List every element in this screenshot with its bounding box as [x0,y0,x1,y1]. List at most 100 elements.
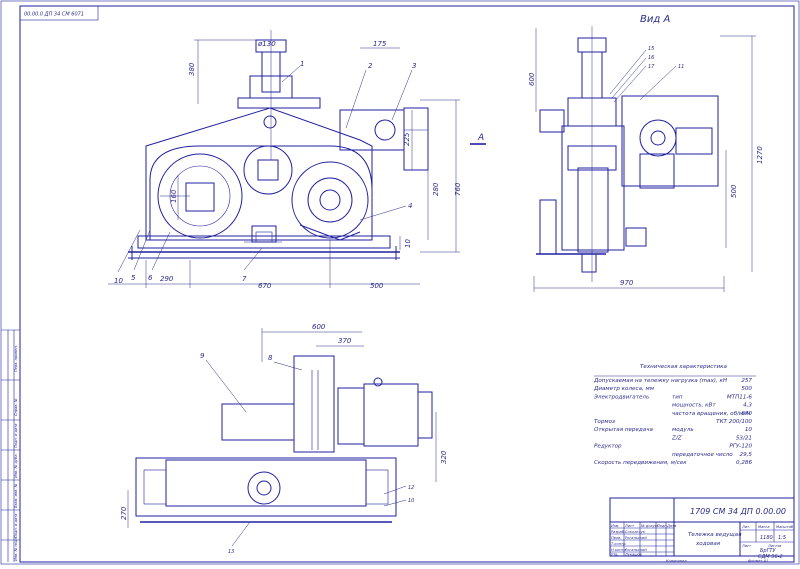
dim-500: 500 [370,282,384,290]
col-sign: Подп. [657,524,668,528]
callout-10-plan: 10 [408,498,414,504]
strip-sign-date-1: Подп. и дата [14,424,18,448]
tech-value: 870 [741,411,752,417]
role-razrab: Разраб. [611,530,625,534]
name-prov: Рогальский [625,536,647,540]
tech-label: Скорость передвижения, м/сек [594,460,687,466]
callout-3: 3 [412,62,416,70]
dim-10: 10 [404,239,412,248]
tech-label: Диаметр колеса, мм [593,386,655,392]
tech-label: Тормоз [594,419,615,425]
tech-rows: Допускаемая на тележку нагрузка (max), к… [593,375,756,466]
tech-sub: модуль [672,427,694,433]
strip-dup-inv: Инв. № дубл. [14,453,18,478]
dim-600-plan: 600 [312,323,326,331]
tech-value: РГУ-120 [729,444,752,450]
tech-sub: Z/Z [671,435,682,441]
section-marker: А [477,133,484,143]
role-tkontr: Т.контр. [611,542,627,546]
dim-500-side: 500 [730,184,738,198]
name-nkontr: Рогальский [625,548,647,552]
name-razrab: Сокольчук [625,530,646,534]
scale-label: Масштаб [776,525,794,529]
tech-value: ТКТ 200/100 [716,419,752,425]
org-2: СДМ 96-2 [758,554,783,560]
title-block: 1709 СМ 34 ДП 0.00.00 Тележка ведущая хо… [609,497,795,560]
dim-970: 970 [620,279,634,287]
role-prov: Пров. [611,536,621,540]
scale-value: 1:5 [778,535,786,541]
tech-value: 4,3 [743,403,752,409]
sheet-label: Лист [741,544,752,548]
tech-sub: частота вращения, об/мин [672,411,751,417]
callout-17: 17 [648,64,655,70]
footer-copied: Копировал [666,559,687,563]
callout-8: 8 [268,354,273,362]
callout-13: 13 [228,549,234,555]
callout-12: 12 [408,485,414,491]
corner-code: 00.00.0 ДП 34 СМ 6071 [24,12,84,18]
left-strip: Перв. примен. Справ. № Подп. и дата Инв.… [1,329,20,562]
col-izm: Изм. [611,524,619,528]
tech-specs: Техническая характеристика Допускаемая н… [593,364,756,466]
callout-15: 15 [648,46,654,52]
tech-value: 500 [741,386,752,392]
callout-7: 7 [242,275,247,283]
mass-label: Масса [758,525,769,529]
strip-ref-no: Справ. № [14,398,18,416]
tech-label: Редуктор [594,444,622,450]
mass-value: 1180 [760,535,773,541]
tech-value: 10 [745,427,753,433]
footer-format: Формат А1 [748,559,768,563]
item-name-2: ходовая [695,541,721,547]
callout-10: 10 [114,277,123,285]
dim-600: 600 [528,72,536,86]
col-date: Дата [666,524,676,528]
tech-sub: мощность, кВт [672,403,716,409]
plan-view: 600 370 320 270 9 8 12 10 13 [120,323,448,555]
sheets-label: Листов [767,544,781,548]
tech-value: 257 [741,378,752,384]
strip-orig-inv: Инв. № подл. [14,536,18,561]
dim-225: 225 [403,132,411,146]
lit-label: Лит. [741,525,750,529]
front-view: 380 ø130 175 225 280 760 160 10 290 670 … [108,30,486,290]
callout-9: 9 [200,352,205,360]
dim-d130: ø130 [257,40,276,48]
dim-160: 160 [170,189,178,203]
tech-label: Допускаемая на тележку нагрузка (max), к… [593,378,728,384]
tech-value: 0,286 [736,460,752,466]
dim-320: 320 [440,450,448,464]
strip-first-use: Перв. примен. [14,345,18,372]
dim-175: 175 [373,40,387,48]
strip-sign-date-2: Подп. и дата [14,514,18,538]
role-utv: Утв. [611,553,619,557]
doc-number: 1709 СМ 34 ДП 0.00.00 [690,507,786,516]
item-name-1: Тележка ведущая [688,532,742,538]
role-nkontr: Н.контр. [611,548,627,552]
strip-repl-inv: Взам. инв. № [14,483,18,508]
dim-370: 370 [338,337,352,345]
callout-1: 1 [300,60,304,68]
callout-2: 2 [368,62,373,70]
tech-value: 53/21 [736,435,752,441]
dim-670: 670 [258,282,272,290]
callout-5: 5 [131,274,136,282]
callout-16: 16 [648,55,654,61]
name-utv: Лукашов [624,553,642,557]
tech-value: МТП11-6 [727,394,753,400]
side-view-title: Вид А [640,14,670,25]
tech-sub: тип [672,394,683,400]
tech-title: Техническая характеристика [640,364,728,370]
dim-1270: 1270 [756,146,764,164]
dim-760: 760 [454,182,462,196]
org-1: БрГТУ [760,548,776,554]
col-doc: № докум. [640,524,659,528]
callout-4: 4 [408,202,412,210]
inner-frame [19,5,795,563]
dim-280: 280 [432,182,440,196]
tech-label: Электродвигатель [593,394,649,400]
